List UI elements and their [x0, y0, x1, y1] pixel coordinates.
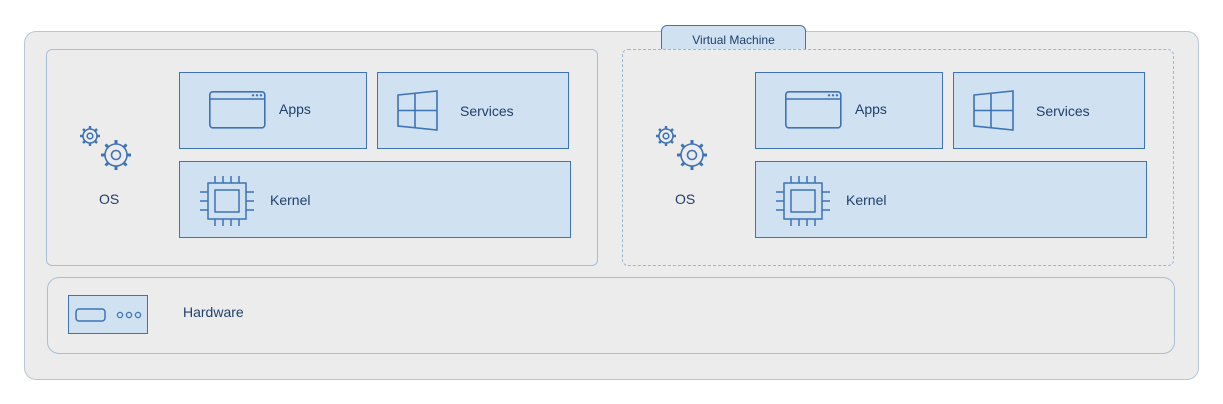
hardware-layer — [47, 277, 1175, 354]
vm-kernel-label: Kernel — [846, 192, 887, 208]
vm-services-block — [953, 72, 1145, 149]
host-kernel-label: Kernel — [270, 192, 311, 208]
app-window-icon — [785, 91, 842, 129]
vm-kernel-block — [755, 161, 1147, 238]
host-os-label: OS — [99, 191, 120, 207]
hardware-label: Hardware — [183, 304, 244, 320]
vm-apps-block — [755, 72, 943, 149]
cpu-chip-icon — [200, 176, 254, 226]
host-apps-block — [179, 72, 367, 149]
cpu-chip-icon — [776, 176, 830, 226]
gears-icon — [80, 126, 131, 170]
app-window-icon — [209, 91, 266, 129]
vm-apps-label: Apps — [855, 101, 887, 117]
host-services-label: Services — [460, 103, 514, 119]
server-icon — [68, 295, 148, 334]
host-kernel-block — [179, 161, 571, 238]
gears-icon — [656, 126, 707, 170]
windows-logo-icon — [397, 90, 438, 131]
vm-services-label: Services — [1036, 103, 1090, 119]
host-apps-label: Apps — [279, 101, 311, 117]
vm-os-label: OS — [675, 191, 696, 207]
windows-logo-icon — [973, 90, 1014, 131]
